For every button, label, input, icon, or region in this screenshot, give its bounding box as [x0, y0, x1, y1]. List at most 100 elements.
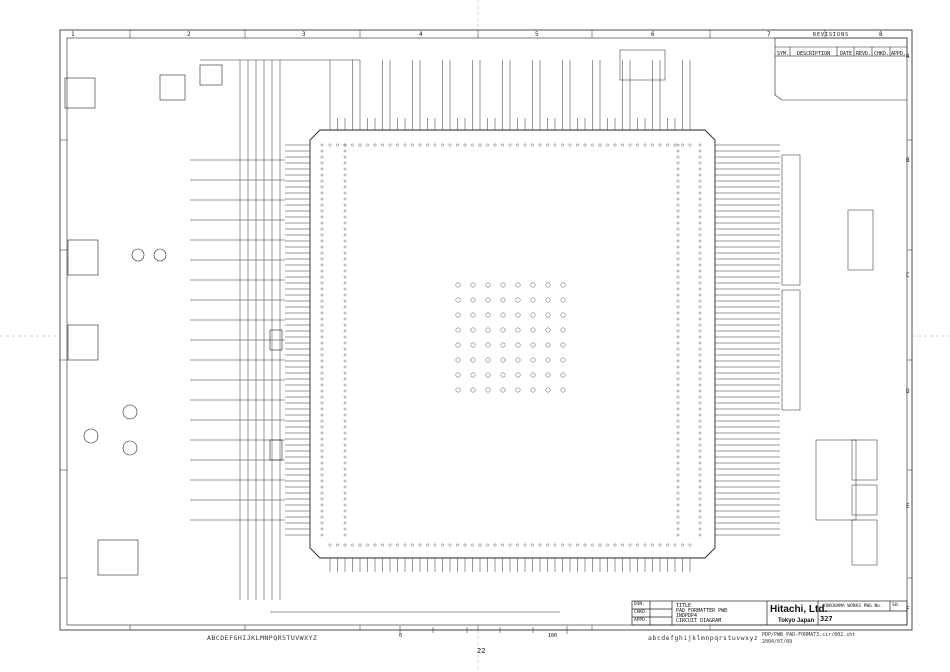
pin-dot	[676, 479, 680, 483]
pin-dot	[676, 341, 680, 345]
bga-ball	[560, 327, 566, 333]
pin-dot	[418, 143, 422, 147]
bga-ball	[455, 327, 461, 333]
pin-dot	[698, 317, 702, 321]
pin-dot	[320, 251, 324, 255]
pin-dot	[388, 143, 392, 147]
pin-dot	[698, 341, 702, 345]
pin-dot	[698, 299, 702, 303]
pin-dot	[328, 143, 332, 147]
pin-dot	[320, 389, 324, 393]
pin-dot	[343, 185, 347, 189]
bga-ball	[515, 327, 521, 333]
pin-dot	[676, 215, 680, 219]
sheet-label: SH.	[892, 603, 901, 608]
pin-dot	[636, 543, 639, 547]
pin-dot	[343, 233, 347, 237]
bga-ball	[455, 357, 461, 363]
pin-dot	[698, 431, 702, 435]
file-date: 2004/07/09	[762, 639, 793, 645]
bga-ball	[470, 297, 476, 303]
pin-dot	[441, 143, 444, 147]
pin-dot	[320, 221, 324, 225]
pin-dot	[676, 383, 680, 387]
pin-dot	[698, 191, 702, 195]
pin-dot	[388, 543, 392, 547]
column-number: 7	[767, 31, 771, 38]
pin-dot	[698, 311, 702, 315]
bga-ball	[545, 327, 551, 333]
bga-ball	[545, 297, 551, 303]
pin-dot	[698, 443, 702, 447]
pin-dot	[320, 317, 324, 321]
pin-dot	[676, 221, 680, 225]
pin-dot	[343, 275, 347, 279]
pin-dot	[396, 543, 399, 547]
pin-dot	[366, 143, 369, 147]
pin-dot	[486, 143, 489, 147]
pin-dot	[358, 543, 362, 547]
pin-dot	[320, 335, 324, 339]
pin-dot	[508, 543, 512, 547]
pin-dot	[320, 143, 324, 147]
pin-dot	[698, 269, 702, 273]
bga-ball	[560, 387, 566, 393]
pin-dot	[676, 503, 680, 507]
pin-dot	[698, 173, 702, 177]
pin-dot	[676, 365, 680, 369]
bga-ball	[515, 357, 521, 363]
pin-dot	[441, 543, 444, 547]
pin-dot	[553, 143, 557, 147]
pin-dot	[591, 143, 594, 147]
bga-ball	[515, 387, 521, 393]
pin-dot	[698, 233, 702, 237]
bga-ball	[485, 372, 491, 378]
pin-dot	[381, 543, 384, 547]
pin-dot	[343, 149, 347, 153]
pin-dot	[411, 543, 414, 547]
pin-dot	[676, 467, 680, 471]
pin-dot	[676, 227, 680, 231]
title-line: INDPDP4	[676, 613, 698, 619]
pin-dot	[531, 143, 534, 147]
drawing-title: TITLE PAD FORMATTER PWB INDPDP4 CIRCUIT …	[676, 604, 727, 624]
bga-ball	[530, 297, 536, 303]
pin-dot	[568, 143, 572, 147]
pin-dot	[698, 527, 702, 531]
pin-dot	[636, 143, 639, 147]
pin-dot	[606, 143, 609, 147]
pin-dot	[676, 473, 680, 477]
pin-dot	[516, 543, 519, 547]
pin-dot	[463, 543, 467, 547]
pin-dot	[343, 257, 347, 261]
pin-dot	[676, 437, 680, 441]
pin-dot	[343, 543, 347, 547]
pin-dot	[343, 431, 347, 435]
scale-start: 0	[399, 633, 403, 639]
rev-header: DATE	[840, 51, 853, 57]
pin-dot	[320, 161, 324, 165]
bga-ball	[470, 372, 476, 378]
bga-ball	[500, 372, 506, 378]
pin-dot	[343, 317, 347, 321]
pin-dot	[698, 479, 702, 483]
pin-dot	[320, 431, 324, 435]
pin-dot	[583, 543, 587, 547]
pin-dot	[343, 419, 347, 423]
pin-dot	[471, 543, 474, 547]
pin-dot	[320, 377, 324, 381]
pin-dot	[343, 413, 347, 417]
column-number: 3	[302, 31, 306, 38]
pin-dot	[676, 251, 680, 255]
pin-dot	[698, 227, 702, 231]
rev-header: APPD.	[891, 51, 907, 57]
pin-dot	[576, 543, 579, 547]
bga-ball	[500, 327, 506, 333]
pin-dot	[320, 323, 324, 327]
pin-dot	[676, 203, 680, 207]
pin-dot	[698, 281, 702, 285]
column-number: 6	[651, 31, 655, 38]
pin-dot	[320, 383, 324, 387]
bga-ball	[485, 357, 491, 363]
pin-dot	[320, 503, 324, 507]
